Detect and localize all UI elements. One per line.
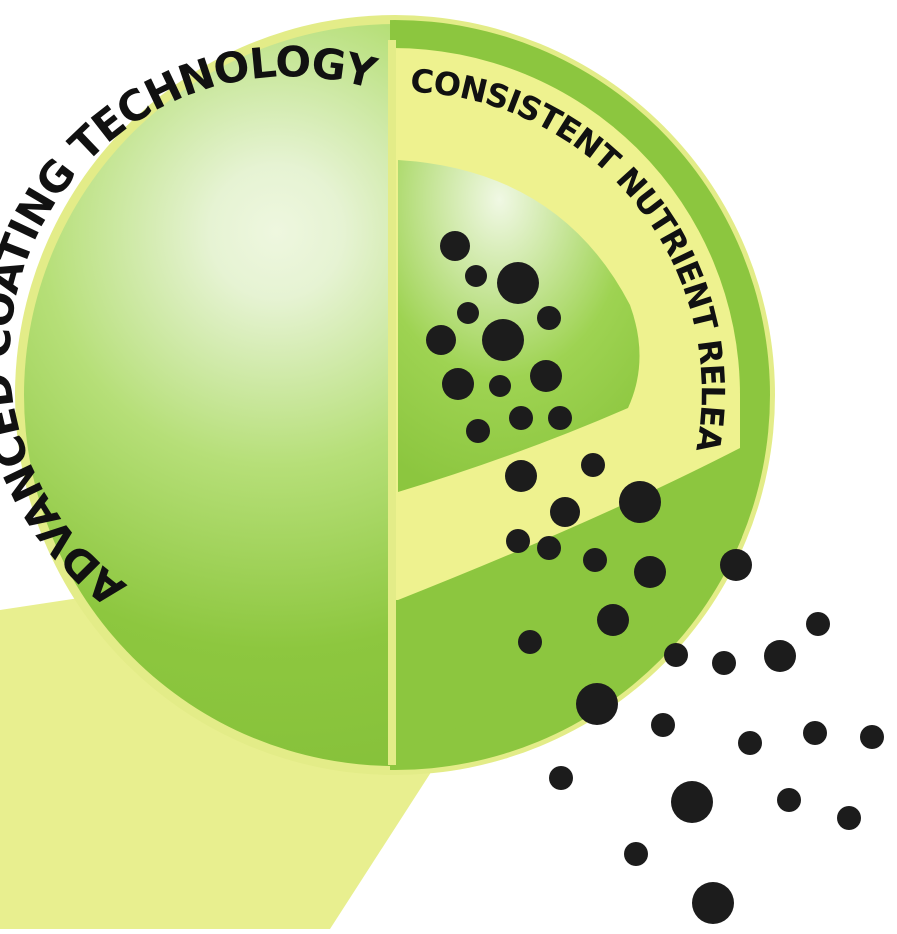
nutrient-dot — [624, 842, 648, 866]
nutrient-dot — [764, 640, 796, 672]
nutrient-dot — [457, 302, 479, 324]
nutrient-dot — [548, 406, 572, 430]
lower-wedge — [398, 455, 742, 750]
nutrient-dot — [712, 651, 736, 675]
nutrient-dot — [440, 231, 470, 261]
nutrient-dot — [550, 497, 580, 527]
nutrient-dot — [549, 766, 573, 790]
nutrient-dot — [720, 549, 752, 581]
nutrient-dot — [442, 368, 474, 400]
nutrient-dot — [738, 731, 762, 755]
nutrient-dot — [664, 643, 688, 667]
nutrient-dot — [583, 548, 607, 572]
nutrient-dot — [806, 612, 830, 636]
nutrient-dot — [497, 262, 539, 304]
nutrient-dot — [860, 725, 884, 749]
nutrient-dot — [466, 419, 490, 443]
nutrient-dot — [837, 806, 861, 830]
nutrient-dot — [426, 325, 456, 355]
nutrient-dot — [634, 556, 666, 588]
nutrient-dot — [489, 375, 511, 397]
nutrient-dot — [803, 721, 827, 745]
cutaway-section — [388, 20, 770, 770]
nutrient-dot — [651, 713, 675, 737]
nutrient-dot — [482, 319, 524, 361]
nutrient-dot — [597, 604, 629, 636]
nutrient-dot — [465, 265, 487, 287]
nutrient-dot — [619, 481, 661, 523]
nutrient-dot — [692, 882, 734, 924]
nutrient-dot — [505, 460, 537, 492]
nutrient-dot — [537, 536, 561, 560]
nutrient-dot — [777, 788, 801, 812]
nutrient-dot — [537, 306, 561, 330]
nutrient-dot — [518, 630, 542, 654]
nutrient-particles — [426, 231, 884, 924]
nutrient-dot — [576, 683, 618, 725]
nutrient-dot — [671, 781, 713, 823]
nutrient-dot — [506, 529, 530, 553]
nutrient-dot — [530, 360, 562, 392]
nutrient-dot — [509, 406, 533, 430]
nutrient-dot — [581, 453, 605, 477]
